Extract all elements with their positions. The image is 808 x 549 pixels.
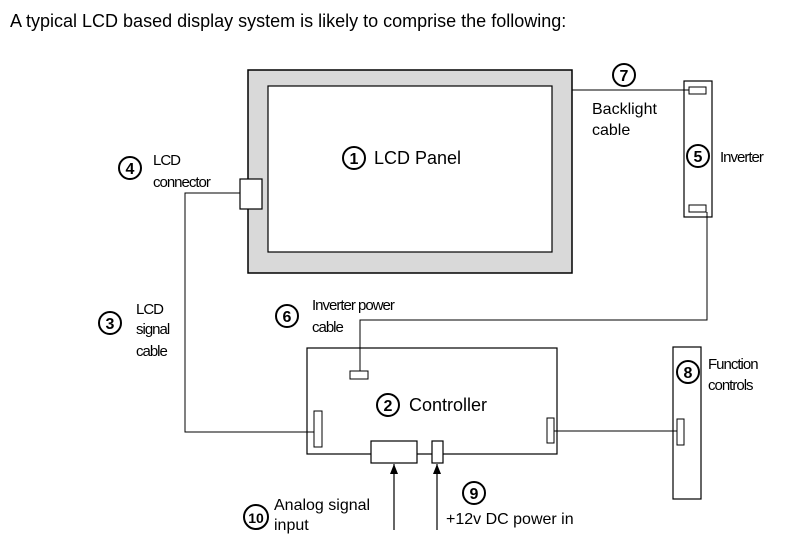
marker-analog-signal-input: 10 bbox=[243, 504, 269, 530]
dc-power-in-label: +12v DC power in bbox=[446, 511, 574, 528]
inverter-top-port bbox=[688, 86, 707, 95]
lcd-signal-cable-label-1: LCD bbox=[136, 301, 164, 318]
svg-text:7: 7 bbox=[620, 68, 629, 85]
inverter-label: Inverter bbox=[720, 149, 764, 166]
svg-text:6: 6 bbox=[283, 309, 292, 326]
marker-backlight-cable: 7 bbox=[612, 63, 636, 87]
dc-power-connector bbox=[431, 440, 444, 464]
analog-signal-input-label-2: input bbox=[274, 517, 309, 534]
controller-function-port bbox=[546, 417, 555, 444]
function-controls-label-2: controls bbox=[708, 377, 753, 394]
marker-function-controls: 8 bbox=[676, 360, 700, 384]
controller-inverter-port bbox=[349, 370, 369, 380]
svg-text:4: 4 bbox=[126, 161, 135, 178]
marker-lcd-connector: 4 bbox=[118, 156, 142, 180]
inverter-bottom-port bbox=[688, 204, 707, 213]
inverter-power-cable-label-1: Inverter power bbox=[312, 297, 395, 314]
marker-lcd-signal-cable: 3 bbox=[98, 311, 122, 335]
marker-inverter-power-cable: 6 bbox=[275, 304, 299, 328]
analog-signal-input-label-1: Analog signal bbox=[274, 497, 370, 514]
lcd-connector-label-1: LCD bbox=[153, 152, 181, 169]
controller-box bbox=[306, 347, 558, 455]
lcd-panel-screen bbox=[267, 85, 553, 253]
controller-lcd-port bbox=[313, 410, 323, 448]
inverter-power-cable-label-2: cable bbox=[312, 319, 344, 336]
analog-input-connector bbox=[370, 440, 418, 464]
marker-dc-power-in: 9 bbox=[462, 481, 486, 505]
marker-lcd-panel: 1 bbox=[342, 146, 366, 170]
lcd-connector bbox=[239, 178, 263, 210]
controller-label: Controller bbox=[409, 395, 487, 415]
inverter-power-cable-line bbox=[359, 212, 708, 371]
lcd-signal-cable-line bbox=[184, 192, 314, 433]
svg-text:8: 8 bbox=[684, 365, 693, 382]
svg-text:9: 9 bbox=[470, 486, 479, 503]
lcd-signal-cable-label-3: cable bbox=[136, 343, 168, 360]
backlight-cable-label-2: cable bbox=[592, 122, 630, 139]
lcd-panel-label: LCD Panel bbox=[374, 148, 461, 168]
svg-text:3: 3 bbox=[106, 316, 115, 333]
intro-text: A typical LCD based display system is li… bbox=[10, 11, 567, 31]
function-controls-label-1: Function bbox=[708, 356, 758, 373]
lcd-signal-cable-label-2: signal bbox=[136, 321, 170, 338]
marker-inverter: 5 bbox=[686, 144, 710, 168]
svg-text:2: 2 bbox=[384, 398, 393, 415]
function-controls-port bbox=[676, 418, 685, 446]
marker-controller: 2 bbox=[376, 393, 400, 417]
svg-text:10: 10 bbox=[248, 510, 264, 526]
backlight-cable-label-1: Backlight bbox=[592, 101, 657, 118]
svg-text:1: 1 bbox=[350, 151, 359, 168]
svg-text:5: 5 bbox=[694, 149, 703, 166]
lcd-connector-label-2: connector bbox=[153, 174, 211, 191]
